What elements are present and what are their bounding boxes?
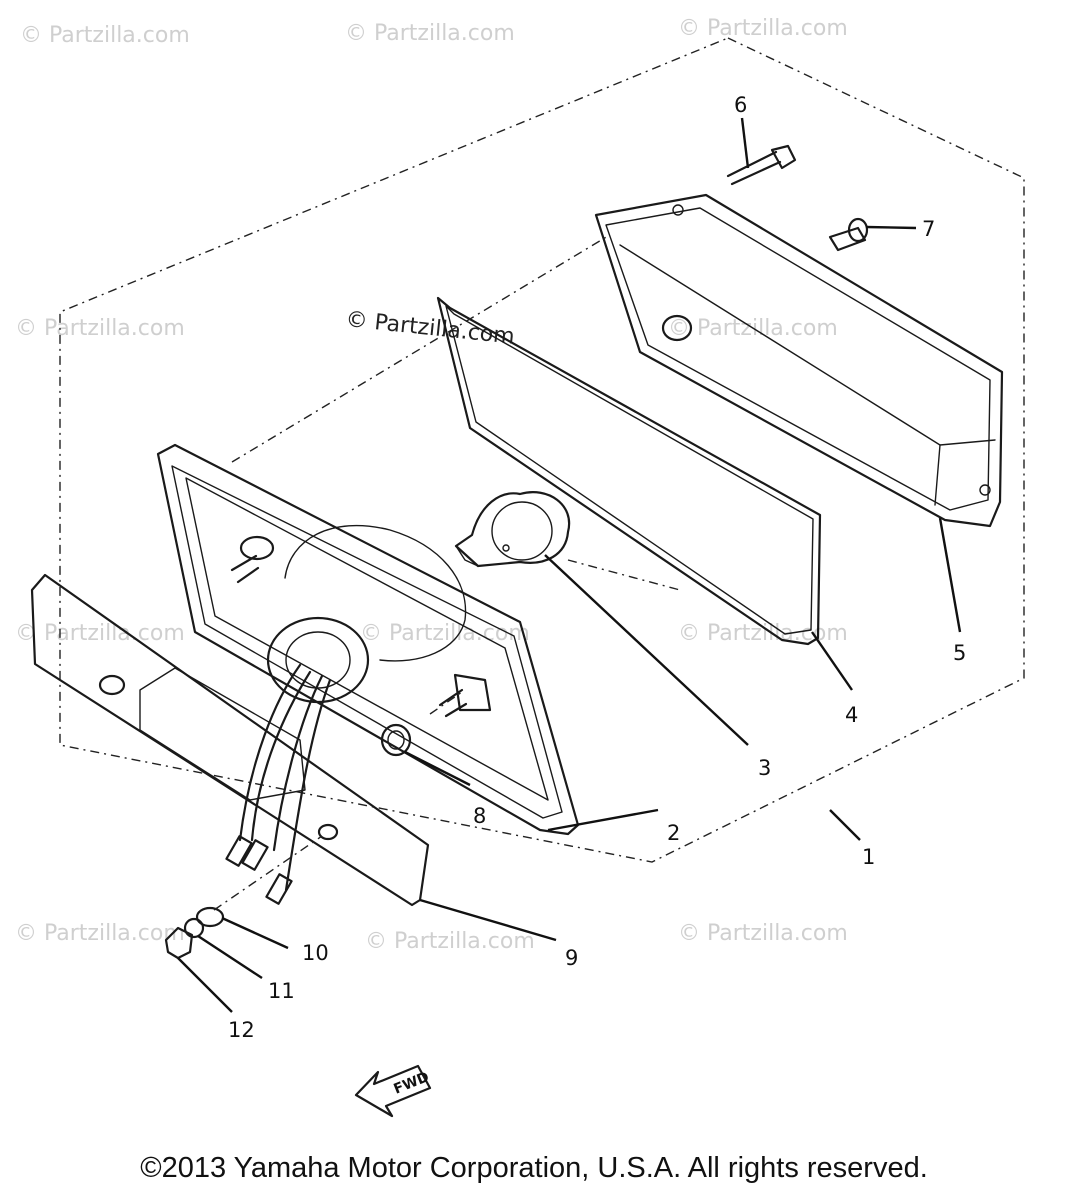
watermark: © Partzilla.com (360, 621, 530, 646)
forward-arrow-icon: FWD (354, 1064, 431, 1118)
wire-harness (225, 663, 332, 905)
callout-7: 7 (922, 217, 935, 241)
watermark: © Partzilla.com (345, 21, 515, 46)
base-part-2 (156, 443, 580, 836)
leader-lines (177, 117, 962, 1013)
screw-part-7 (828, 217, 869, 252)
watermark: © Partzilla.com (365, 929, 535, 954)
watermark: © Partzilla.com (678, 621, 848, 646)
callout-4: 4 (845, 703, 858, 727)
callout-10: 10 (302, 941, 329, 965)
washer-part-10 (195, 906, 225, 928)
nut-part-12 (164, 926, 194, 960)
callout-6: 6 (734, 93, 747, 117)
washer-part-11 (183, 917, 205, 939)
callout-9: 9 (565, 946, 578, 970)
watermark: © Partzilla.com (678, 16, 848, 41)
socket-part-8 (380, 723, 412, 757)
watermark: © Partzilla.com (20, 23, 190, 48)
callout-5: 5 (953, 641, 966, 665)
callout-2: 2 (667, 821, 680, 845)
callout-12: 12 (228, 1018, 255, 1042)
watermark-center: © Partzilla.com (344, 307, 515, 350)
callout-11: 11 (268, 979, 295, 1003)
parts-diagram: © Partzilla.com © Partzilla.com © Partzi… (15, 16, 1025, 1118)
watermark: © Partzilla.com (15, 921, 185, 946)
bulb-part-3 (454, 491, 571, 568)
copyright-notice: ©2013 Yamaha Motor Corporation, U.S.A. A… (140, 1152, 928, 1184)
watermark: © Partzilla.com (678, 921, 848, 946)
callout-3: 3 (758, 756, 771, 780)
callout-1: 1 (862, 845, 875, 869)
alignment-lines (213, 235, 681, 911)
callout-8: 8 (473, 804, 486, 828)
assembly-boundary (59, 37, 1025, 863)
watermark: © Partzilla.com (15, 621, 185, 646)
lens-part-5 (594, 193, 1004, 528)
callouts: 6 7 5 4 3 2 1 8 9 10 11 12 (228, 93, 966, 1042)
watermark: © Partzilla.com (15, 316, 185, 341)
gasket-part-4 (436, 296, 822, 646)
watermark-layer: © Partzilla.com © Partzilla.com © Partzi… (15, 16, 848, 954)
screw-part-6 (726, 144, 797, 186)
